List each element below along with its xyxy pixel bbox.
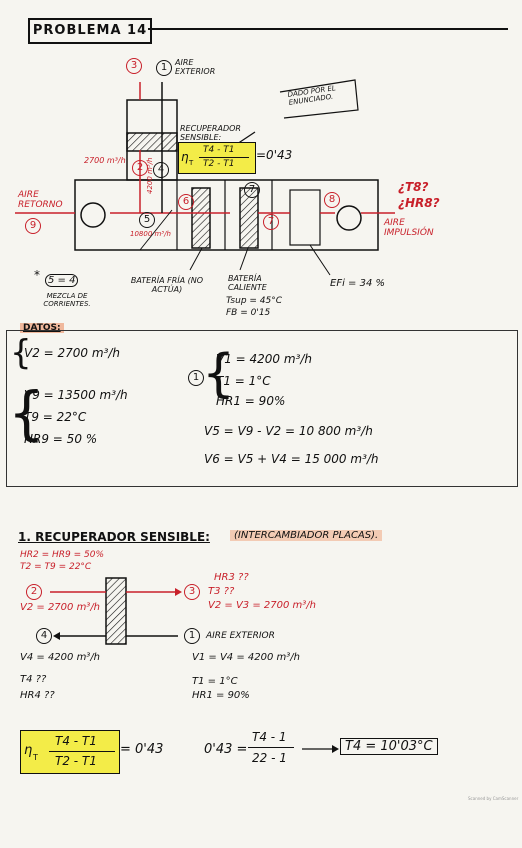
datos-v5-eq: V5 = V9 - V2 = 10 800 m³/h xyxy=(204,424,373,438)
datos-v9: V9 = 13500 m³/h xyxy=(24,388,128,402)
aire-exterior-label: AIRE EXTERIOR xyxy=(175,58,216,76)
s1-eta-subscript: T xyxy=(33,753,38,762)
mezcla-equation: 5 = 4 xyxy=(45,274,79,287)
s1-calc-lhs: 0'43 = xyxy=(204,742,248,757)
hvac-diagram xyxy=(15,79,395,276)
s1-t2: T2 = T9 = 22°C xyxy=(20,562,92,572)
s1-v23: V2 = V3 = 2700 m³/h xyxy=(208,600,316,611)
efi-label: EFi = 34 % xyxy=(330,278,385,289)
s1-node-2: 2 xyxy=(26,584,42,600)
datos-box xyxy=(6,330,518,487)
node-5: 5 xyxy=(139,212,155,228)
node-1: 1 xyxy=(156,60,172,76)
arrow-right-icon xyxy=(302,745,339,753)
node-9: 9 xyxy=(25,218,41,234)
datos-t1: T1 = 1°C xyxy=(216,374,271,388)
s1-t4: T4 ?? xyxy=(20,674,47,685)
efficiency-formula-box: η T T4 - T1 T2 - T1 xyxy=(178,142,256,174)
datos-hr9: HR9 = 50 % xyxy=(24,432,98,446)
datos-v1: V1 = 4200 m³/h xyxy=(216,352,313,366)
page-title: PROBLEMA 14 xyxy=(28,18,152,44)
s1-calc-numerator: T4 - 1 xyxy=(252,730,287,744)
s1-node-1: 1 xyxy=(184,628,200,644)
s1-v14: V1 = V4 = 4200 m³/h xyxy=(192,652,300,663)
aire-retorno-label: AIRE RETORNO xyxy=(18,190,63,210)
node-7: 7 xyxy=(263,214,279,230)
s1-eta-symbol: η xyxy=(24,743,33,758)
node-2: 2 xyxy=(132,160,148,176)
s1-node-3: 3 xyxy=(184,584,200,600)
s1-hr2: HR2 = HR9 = 50% xyxy=(20,550,105,560)
s1-t3: T3 ?? xyxy=(208,586,235,597)
t8-question: ¿T8? xyxy=(398,180,429,194)
s1-calc-denominator: 22 - 1 xyxy=(252,751,287,765)
s1-node-4: 4 xyxy=(36,628,52,644)
section1-exchanger-diagram xyxy=(50,577,182,645)
s1-v2: V2 = 2700 m³/h xyxy=(20,602,101,613)
node-4: 4 xyxy=(153,162,169,178)
s1-result-box: T4 = 10'03°C xyxy=(340,738,438,755)
mezcla-label: MEZCLA DE CORRIENTES. xyxy=(43,292,91,308)
s1-hr3: HR3 ?? xyxy=(214,572,249,583)
eta-subscript: T xyxy=(189,159,194,167)
node-plus: 7 xyxy=(244,182,260,198)
mezcla-star: * xyxy=(34,268,40,282)
datos-v6-eq: V6 = V5 + V4 = 15 000 m³/h xyxy=(204,452,379,466)
formula-numerator: T4 - T1 xyxy=(203,145,235,155)
recuperador-label: RECUPERADOR SENSIBLE: xyxy=(180,124,241,142)
datos-t9: T9 = 22°C xyxy=(24,410,87,424)
s1-hr1: HR1 = 90% xyxy=(192,690,250,701)
fb-label: FB = 0'15 xyxy=(226,308,271,318)
formula-result: =0'43 xyxy=(256,148,293,162)
s1-efficiency-box: η T T4 - T1 T2 - T1 xyxy=(20,730,120,774)
flow-4200-label: 4200 m³/h xyxy=(146,157,154,194)
hr8-question: ¿HR8? xyxy=(398,196,440,210)
datos-hr1: HR1 = 90% xyxy=(216,394,286,408)
node-6: 6 xyxy=(178,194,194,210)
s1-aire-exterior: AIRE EXTERIOR xyxy=(206,631,275,641)
title-underline xyxy=(148,28,508,30)
section1-subtitle: (INTERCAMBIADOR PLACAS). xyxy=(230,530,383,541)
formula-denominator: T2 - T1 xyxy=(203,159,235,169)
flow-2700-label: 2700 m³/h xyxy=(84,156,126,165)
s1-eta-numerator: T4 - T1 xyxy=(55,734,97,748)
eta-symbol: η xyxy=(181,150,189,164)
flow-10800-label: 10800 m³/h xyxy=(130,230,171,238)
datos-node-1: 1 xyxy=(188,370,204,386)
s1-v4: V4 = 4200 m³/h xyxy=(20,652,101,663)
section1-title: 1. RECUPERADOR SENSIBLE: xyxy=(18,530,210,544)
bateria-fria-label: BATERÍA FRÍA (NO ACTÚA) xyxy=(130,276,204,294)
aire-impulsion-label: AIRE IMPULSIÓN xyxy=(384,218,434,238)
scanner-watermark: Scanned by CamScanner xyxy=(468,796,519,801)
node-3: 3 xyxy=(126,58,142,74)
s1-eta-result: = 0'43 xyxy=(120,742,164,757)
node-8: 8 xyxy=(324,192,340,208)
datos-title: DATOS: xyxy=(20,323,64,333)
s1-eta-denominator: T2 - T1 xyxy=(55,754,97,768)
s1-t1: T1 = 1°C xyxy=(192,676,238,687)
datos-v2: V2 = 2700 m³/h xyxy=(24,346,121,360)
bateria-caliente-label: BATERÍA CALIENTE xyxy=(228,274,267,292)
s1-hr4: HR4 ?? xyxy=(20,690,55,701)
tsup-label: Tsup = 45°C xyxy=(226,296,283,306)
